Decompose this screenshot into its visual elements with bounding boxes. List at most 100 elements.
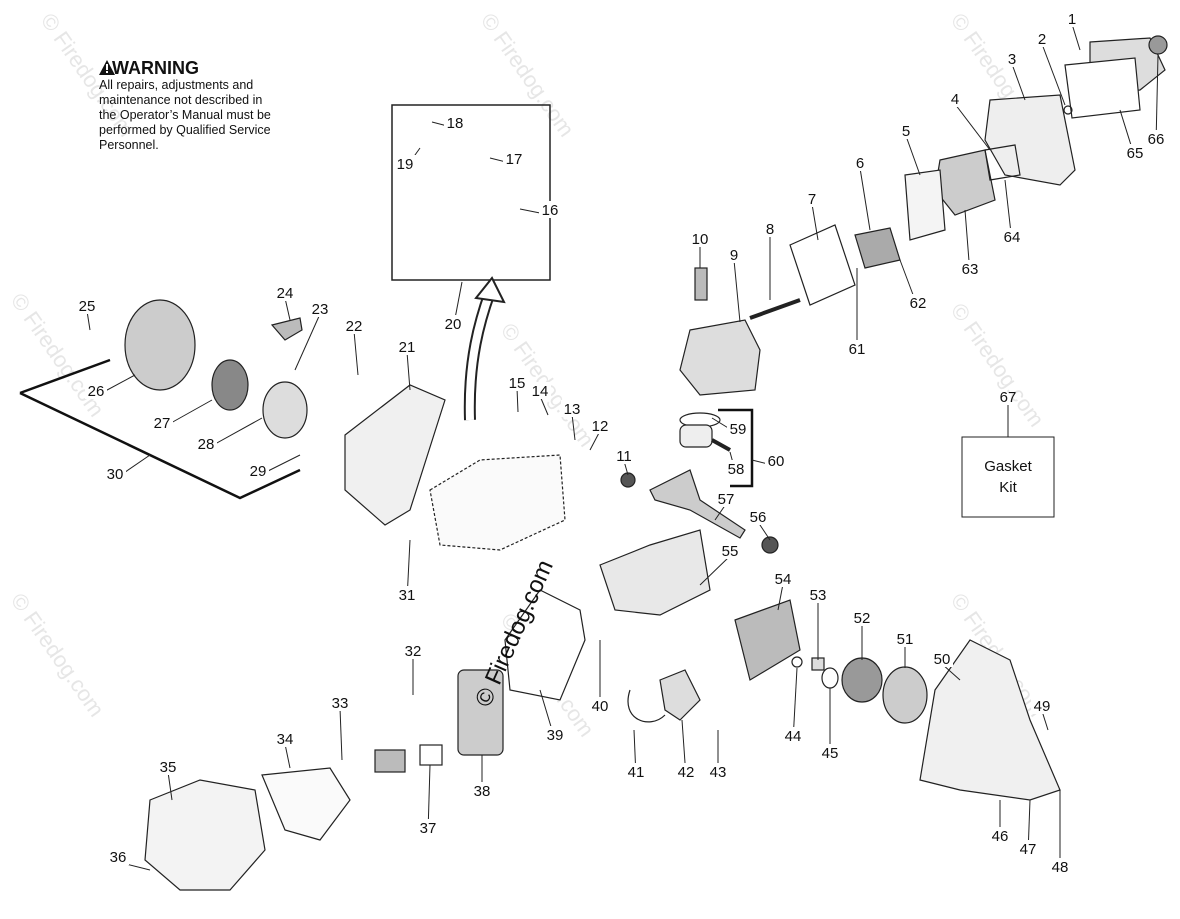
watermark-text-6: © Firedog.com <box>6 589 109 722</box>
callout-bg-51 <box>894 630 916 647</box>
part-number-63: 63 <box>962 261 979 278</box>
callout-bg-9 <box>723 246 745 263</box>
part-number-33: 33 <box>332 695 349 712</box>
part-number-46: 46 <box>992 828 1009 845</box>
callout-bg-36 <box>107 848 129 865</box>
engine-cover <box>144 779 266 891</box>
part-number-21: 21 <box>399 339 416 356</box>
callout-bg-41 <box>625 763 647 780</box>
part-number-27: 27 <box>154 415 171 432</box>
callout-bg-54 <box>772 570 794 587</box>
gasket-kit-label: Gasket Kit <box>984 458 1032 496</box>
crank-bearing-left <box>620 472 636 488</box>
callout-bg-50 <box>931 650 953 667</box>
callout-bg-33 <box>329 694 351 711</box>
callout-bg-2 <box>1031 30 1053 47</box>
part-number-12: 12 <box>592 418 609 435</box>
part-number-55: 55 <box>722 543 739 560</box>
callout-bg-5 <box>895 122 917 139</box>
warning-title: WARNING <box>112 58 199 78</box>
part-number-2: 2 <box>1038 31 1046 48</box>
leader-line-33 <box>339 707 343 761</box>
heat-shield <box>504 589 586 701</box>
leader-line-7 <box>811 203 819 241</box>
callout-bg-46 <box>989 827 1011 844</box>
crankcase <box>599 529 711 616</box>
spark-screen <box>374 749 406 773</box>
leader-line-35 <box>167 771 173 801</box>
cylinder-gasket-plate <box>789 224 856 306</box>
part-number-65: 65 <box>1127 145 1144 162</box>
part-number-66: 66 <box>1148 131 1165 148</box>
piston <box>679 424 713 448</box>
callout-bg-52 <box>851 609 873 626</box>
part-number-45: 45 <box>822 745 839 762</box>
callout-bg-55 <box>719 542 741 559</box>
leader-line-34 <box>284 743 291 769</box>
leader-line-15 <box>516 387 519 413</box>
callout-bg-43 <box>707 763 729 780</box>
recoil-spring <box>211 359 249 411</box>
callout-bg-23 <box>309 300 331 317</box>
callout-bg-53 <box>807 586 829 603</box>
callout-bg-30 <box>104 465 126 482</box>
callout-bg-65 <box>1124 144 1146 161</box>
leader-line-4 <box>954 103 991 151</box>
leader-line-9 <box>733 259 741 323</box>
ignition-lead <box>627 689 666 723</box>
part-number-26: 26 <box>88 383 105 400</box>
starter-pulley <box>262 381 308 439</box>
leader-line-6 <box>859 167 871 231</box>
callout-bg-44 <box>782 727 804 744</box>
part-number-57: 57 <box>718 491 735 508</box>
crank-bearing-right <box>761 536 779 554</box>
leader-line-54 <box>777 583 784 611</box>
part-number-13: 13 <box>564 401 581 418</box>
callout-bg-28 <box>195 435 217 452</box>
callout-bg-34 <box>274 730 296 747</box>
intake-manifold <box>854 227 901 269</box>
part-number-40: 40 <box>592 698 609 715</box>
part-number-56: 56 <box>750 509 767 526</box>
callout-bg-14 <box>529 382 551 399</box>
callout-bg-19 <box>394 155 416 172</box>
part-number-64: 64 <box>1004 229 1021 246</box>
callout-bg-37 <box>417 819 439 836</box>
clutch-drum <box>882 666 928 724</box>
leader-line-66 <box>1155 54 1159 145</box>
callout-bg-58 <box>725 460 747 477</box>
callout-bg-47 <box>1017 840 1039 857</box>
callout-bg-13 <box>561 400 583 417</box>
part-number-51: 51 <box>897 631 914 648</box>
clutch-shoe <box>841 657 883 703</box>
part-number-17: 17 <box>506 151 523 168</box>
leader-line-1 <box>1071 23 1081 51</box>
leader-line-24 <box>284 297 291 321</box>
part-number-11: 11 <box>616 448 632 465</box>
callout-bg-38 <box>471 782 493 799</box>
spark-plug <box>694 267 708 301</box>
callout-bg-27 <box>151 414 173 431</box>
callout-bg-15 <box>506 374 528 391</box>
part-number-36: 36 <box>110 849 127 866</box>
part-number-48: 48 <box>1052 859 1069 876</box>
callout-bg-61 <box>846 340 868 357</box>
part-number-49: 49 <box>1034 698 1051 715</box>
part-number-32: 32 <box>405 643 422 660</box>
callout-bg-3 <box>1001 50 1023 67</box>
callout-bg-40 <box>589 697 611 714</box>
callout-bg-64 <box>1001 228 1023 245</box>
callout-bg-6 <box>849 154 871 171</box>
part-number-62: 62 <box>910 295 927 312</box>
callout-bg-48 <box>1049 858 1071 875</box>
callout-bg-63 <box>959 260 981 277</box>
leader-line-5 <box>905 135 921 176</box>
leader-line-13 <box>571 413 576 441</box>
part-number-53: 53 <box>810 587 827 604</box>
part-number-1: 1 <box>1068 11 1076 28</box>
callout-bg-7 <box>801 190 823 207</box>
leader-line-2 <box>1041 43 1066 106</box>
part-number-43: 43 <box>710 764 727 781</box>
callout-bg-31 <box>396 586 418 603</box>
callout-bg-22 <box>343 317 365 334</box>
